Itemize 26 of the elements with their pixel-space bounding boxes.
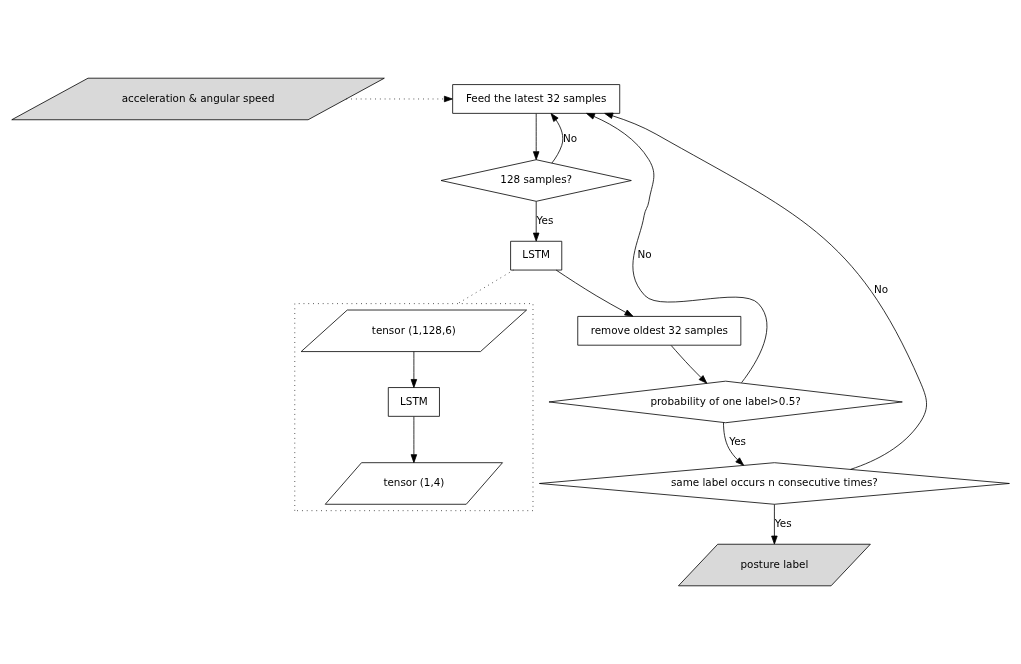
node-box: LSTM [387,387,440,417]
arrow [604,112,927,470]
node-diamond: probability of one label>0.5? [548,380,903,424]
arrow [586,112,768,384]
edge-label: Yes [536,214,554,226]
edge-label: Yes [729,435,747,448]
arrow [410,416,418,464]
arrow [555,269,634,317]
arrow [771,504,778,545]
node-box: remove oldest 32 samples [577,316,742,346]
edge-label: No [637,248,652,261]
node-box: LSTM [510,240,563,271]
arrow [410,351,418,388]
arrow [533,201,540,242]
edge-label: Yes [774,516,792,529]
arrow [723,422,744,466]
arrow [670,345,708,384]
node-diamond: same label occurs n consecutive times? [539,462,1010,505]
cluster [294,303,534,512]
edge-label: No [563,132,578,145]
arrow [533,113,540,161]
arrow [550,113,564,164]
edge-label: No [874,282,889,295]
node-diamond: 128 samples? [440,159,632,202]
node-box: Feed the latest 32 samples [452,84,621,114]
arrow [345,95,453,103]
